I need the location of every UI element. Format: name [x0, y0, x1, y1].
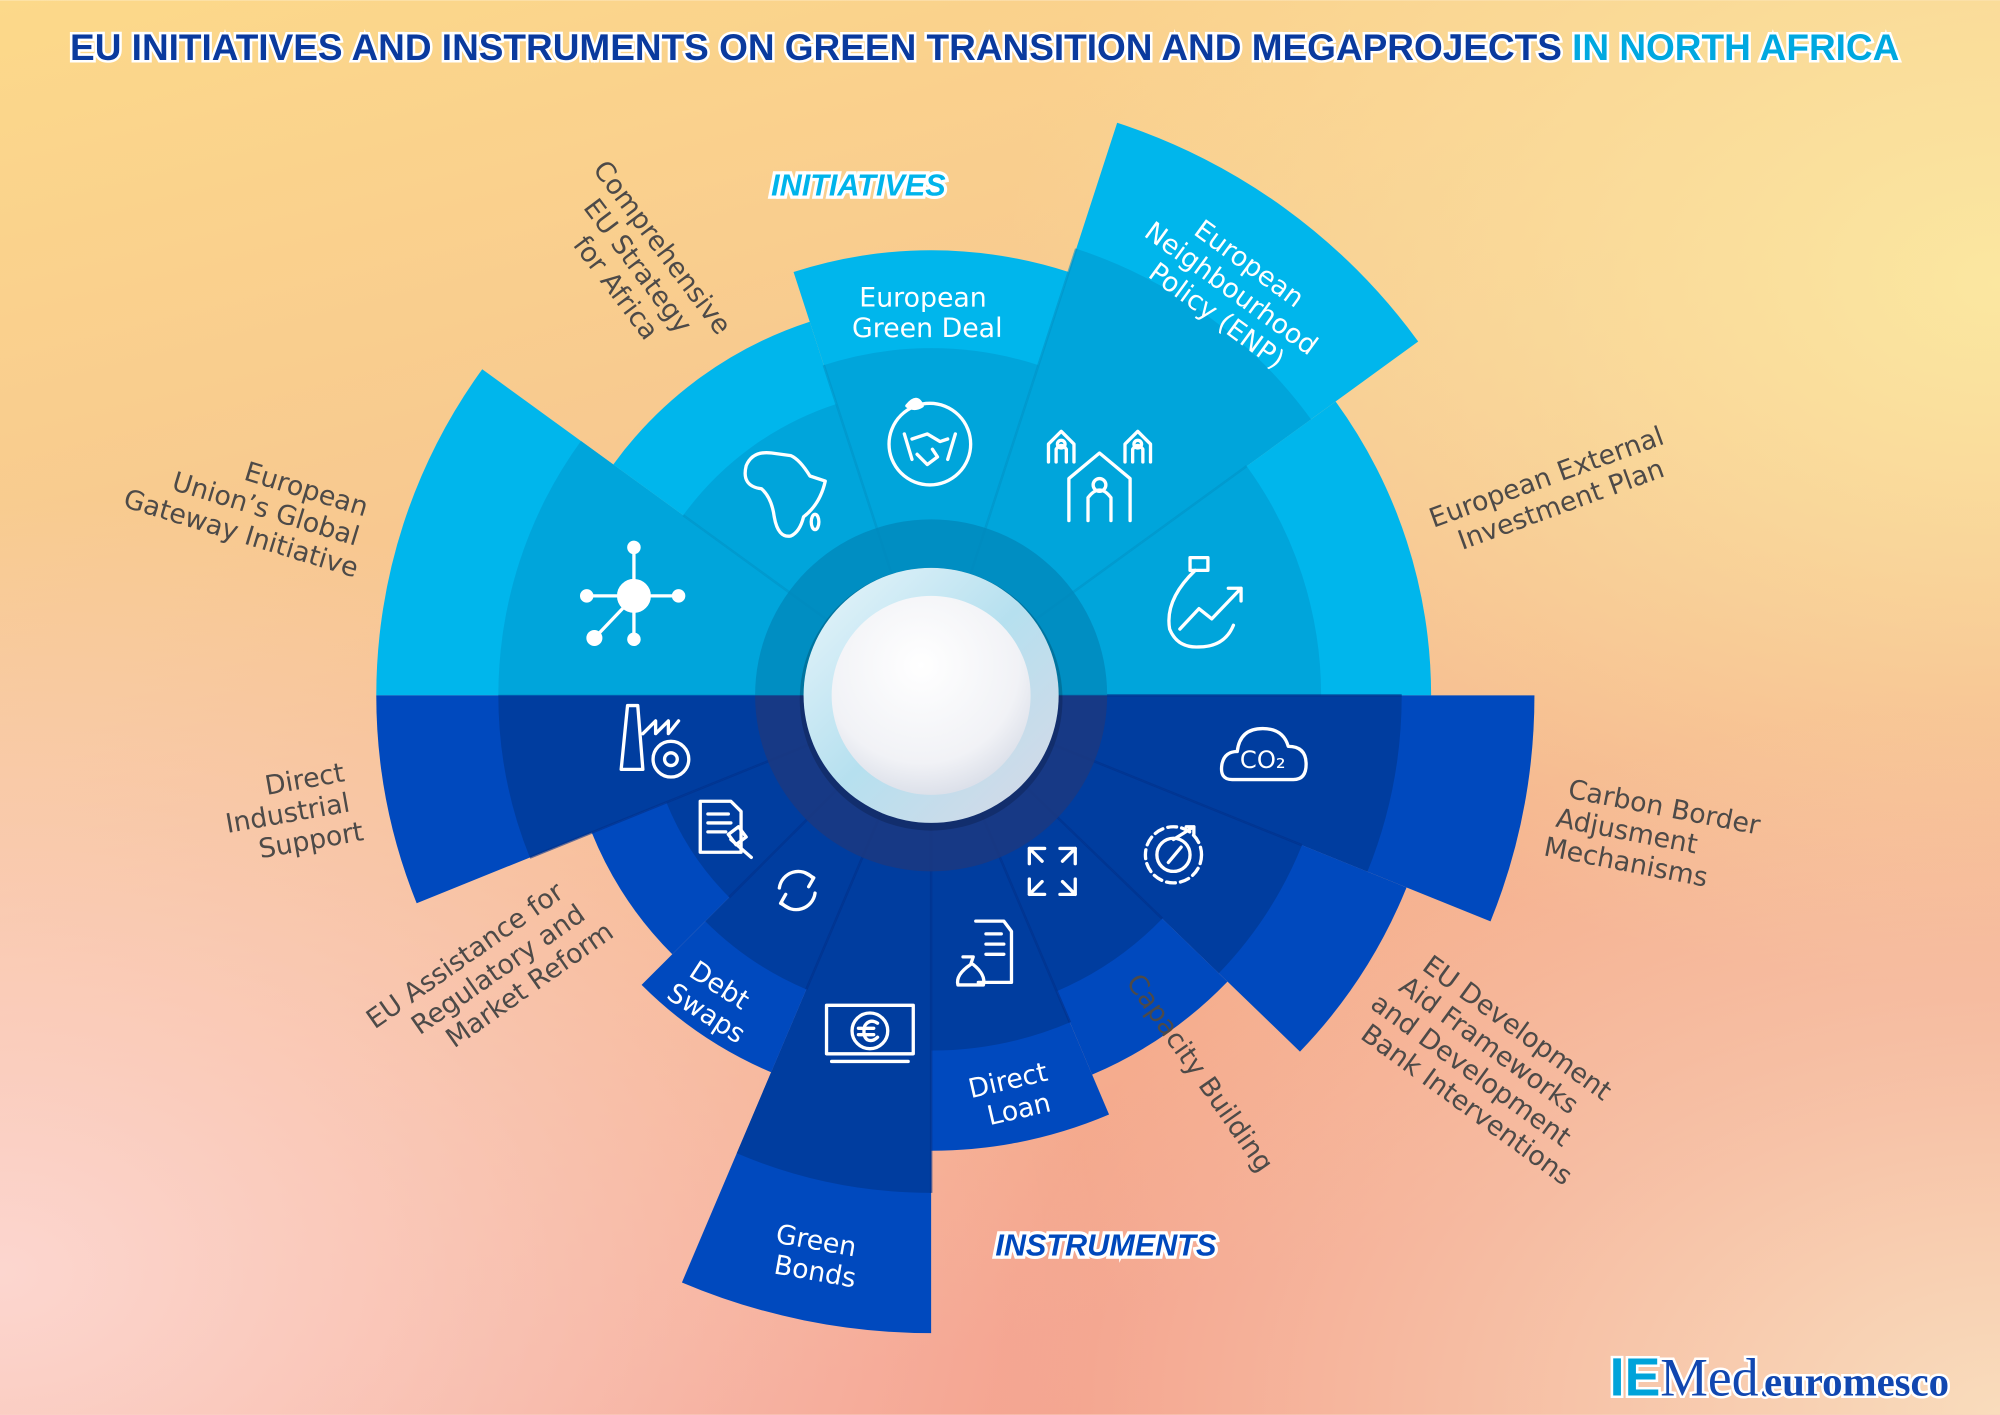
center-knob-face	[831, 595, 1031, 795]
refresh-arrows-icon	[777, 869, 817, 912]
page-title: EU INITIATIVES AND INSTRUMENTS ON GREEN …	[70, 27, 1899, 68]
network-hub-icon	[579, 540, 686, 647]
money-bag-document-icon	[955, 919, 1014, 987]
label-green-deal: European Green Deal	[852, 282, 1002, 344]
euro-banknote-icon	[824, 1003, 915, 1064]
logo-iemed: IEMed.	[1610, 1348, 1772, 1408]
title-part1: EU INITIATIVES AND INSTRUMENTS ON GREEN …	[70, 27, 1562, 68]
logo-euromesco: euromesco	[1764, 1360, 1949, 1405]
expand-arrows-icon	[1027, 846, 1077, 897]
label-line: European	[859, 282, 987, 313]
co2-cloud-icon: CO₂	[1219, 726, 1308, 782]
houses-people-icon	[1046, 429, 1153, 523]
africa-map-icon	[743, 451, 827, 538]
initiatives-heading: INITIATIVES	[771, 168, 946, 202]
instruments-heading: INSTRUMENTS	[995, 1228, 1217, 1262]
label-line: Green Deal	[852, 313, 1002, 344]
title-part2: IN NORTH AFRICA	[1572, 27, 1899, 68]
factory-gear-icon	[619, 703, 691, 779]
document-gavel-icon	[698, 799, 753, 860]
handshake-leaf-icon	[887, 397, 973, 487]
co2-label: CO₂	[1240, 746, 1286, 774]
money-bag-growth-icon	[1167, 555, 1243, 649]
gear-target-icon	[1143, 825, 1204, 885]
logo: IEMed. euromesco	[1607, 1345, 1951, 1410]
